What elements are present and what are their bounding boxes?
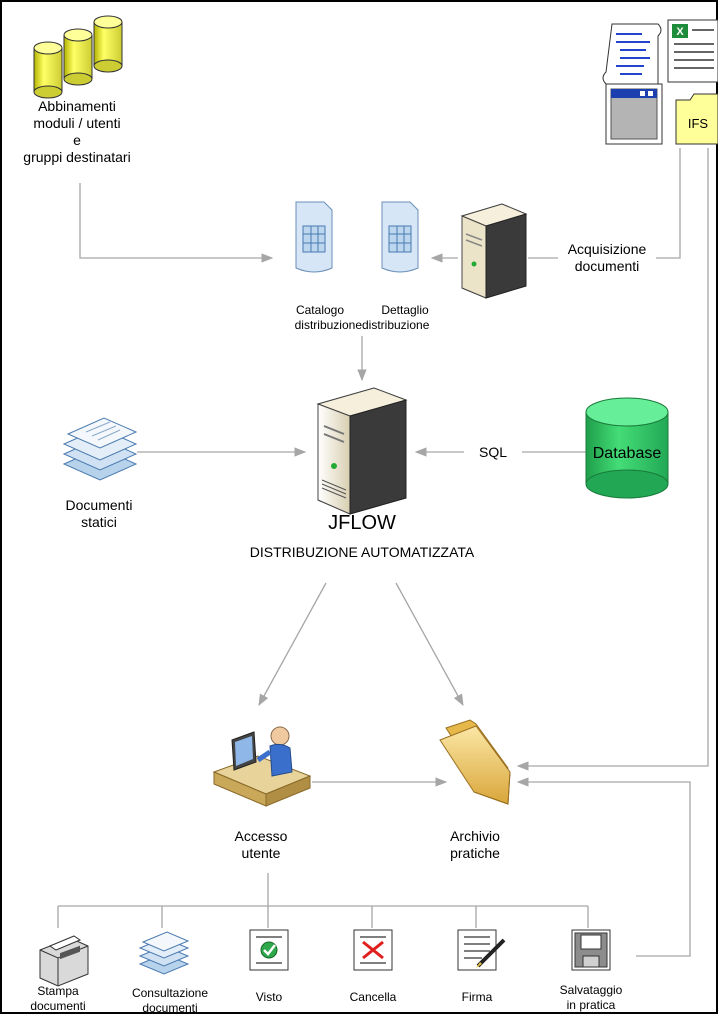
arrow-jflow-archivio xyxy=(395,582,464,707)
archive-folder-icon xyxy=(439,719,511,805)
arrow-abbinamenti-catalogo xyxy=(79,183,274,263)
action-label-consultazione: Consultazione documenti xyxy=(131,986,209,1015)
jflow-subtitle: DISTRIBUZIONE AUTOMATIZZATA xyxy=(249,544,475,560)
jflow-title: JFLOW xyxy=(328,512,396,534)
catalogo-table-icon xyxy=(295,201,333,273)
printer-icon xyxy=(39,935,89,987)
database-cylinder-icon xyxy=(585,397,669,499)
svg-text:X: X xyxy=(676,26,684,38)
spreadsheet-document-icon: X xyxy=(667,19,718,83)
arrow-files-archivio xyxy=(516,148,709,771)
sign-document-icon xyxy=(457,929,506,971)
ifs-folder-icon xyxy=(675,93,718,145)
acquisizione-server-icon xyxy=(460,203,528,299)
connectors xyxy=(57,148,709,957)
arrow-salvataggio-archivio xyxy=(516,777,691,957)
user-workstation-icon xyxy=(212,726,312,807)
acquisizione-label: Acquisizione documenti xyxy=(567,241,647,274)
action-label-firma: Firma xyxy=(461,990,493,1004)
floppy-disk-icon xyxy=(571,929,611,971)
documents-stack-icon xyxy=(138,931,190,975)
action-label-salvataggio: Salvataggio in pratica xyxy=(559,983,623,1012)
sql-label: SQL xyxy=(479,444,507,460)
script-document-icon xyxy=(602,23,662,88)
check-document-icon xyxy=(249,929,289,971)
abbinamenti-label: Abbinamenti moduli / utenti e gruppi des… xyxy=(23,98,131,165)
jflow-server-icon xyxy=(316,387,408,515)
documenti-statici-label: Documenti statici xyxy=(65,497,133,530)
action-label-visto: Visto xyxy=(255,990,283,1004)
documents-stack-icon xyxy=(62,417,138,481)
delete-document-icon xyxy=(353,929,393,971)
catalogo-label: Catalogo distribuzione xyxy=(294,303,362,332)
line-files-acquisizione xyxy=(656,148,681,259)
dettaglio-table-icon xyxy=(381,201,419,273)
accesso-utente-label: Accesso utente xyxy=(234,828,288,861)
action-label-stampa: Stampa documenti xyxy=(30,984,86,1013)
archivio-pratiche-label: Archivio pratiche xyxy=(450,828,500,861)
dettaglio-label: Dettaglio distribuzione xyxy=(362,303,430,332)
ifs-label: IFS xyxy=(688,116,709,131)
action-label-cancella: Cancella xyxy=(349,990,397,1004)
arrow-jflow-accesso xyxy=(258,582,327,707)
application-window-icon xyxy=(605,83,663,145)
database-label: Database xyxy=(593,445,662,462)
abbinamenti-database-icon xyxy=(33,15,123,99)
